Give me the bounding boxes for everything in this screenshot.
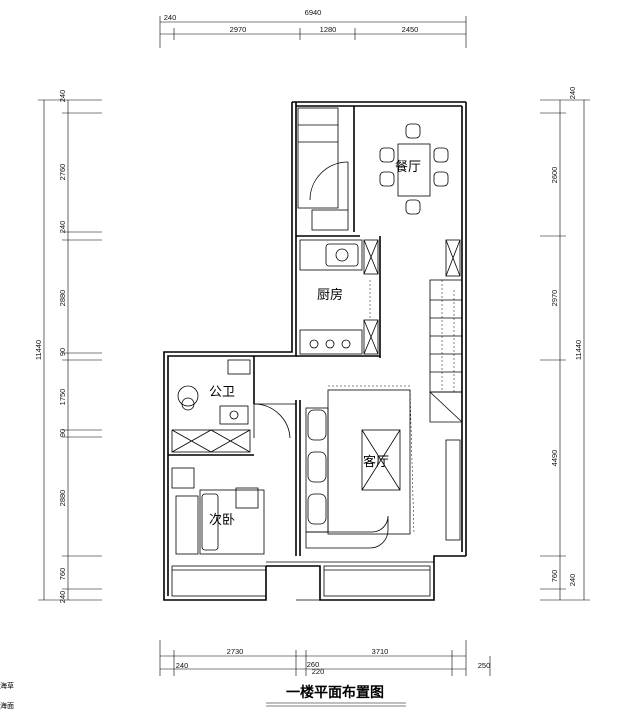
room-label-living: 客厅 xyxy=(363,454,389,470)
dim-right-seg5: 760 xyxy=(550,570,559,583)
staircase-right xyxy=(429,279,463,423)
dim-left-seg6: 1750 xyxy=(58,389,67,406)
dim-top-seg4: 2450 xyxy=(402,25,419,34)
dim-right-seg2: 2600 xyxy=(550,167,559,184)
dining-table xyxy=(379,123,449,215)
edge-fragment-1: 海草 xyxy=(0,681,14,690)
bottom-dimension-chain: 2730 3710 240 260 220 250 xyxy=(159,640,491,676)
dim-bottom-seg2: 3710 xyxy=(372,647,389,656)
dim-right-seg3: 2970 xyxy=(550,290,559,307)
kitchen-counter xyxy=(299,239,379,355)
dim-right-seg6: 240 xyxy=(568,574,577,587)
room-label-second-bedroom: 次卧 xyxy=(209,512,235,528)
drawing-title: 一楼平面布置图 xyxy=(286,684,384,701)
living-room-furniture xyxy=(305,385,461,549)
dim-left-seg10: 240 xyxy=(58,591,67,604)
room-label-dining: 餐厅 xyxy=(395,159,421,175)
dim-bottom-edge2: 260 xyxy=(307,660,320,669)
dim-right-seg1: 240 xyxy=(568,87,577,100)
staircase-top xyxy=(297,107,349,231)
dim-left-seg7: 90 xyxy=(58,429,67,437)
dim-top-total: 6940 xyxy=(305,8,322,17)
dim-top-seg1: 240 xyxy=(164,13,177,22)
left-dimension-chain: 11440 240 2760 240 2880 90 1750 90 2880 … xyxy=(34,90,102,604)
dim-left-total: 11440 xyxy=(34,340,43,360)
dim-left-seg1: 240 xyxy=(58,90,67,103)
dim-bottom-seg1: 2730 xyxy=(227,647,244,656)
dim-right-total: 11440 xyxy=(574,340,583,360)
right-dimension-chain: 11440 240 2600 2970 4490 760 240 xyxy=(540,87,590,601)
dim-top-seg3: 1280 xyxy=(320,25,337,34)
dim-left-seg4: 2880 xyxy=(58,290,67,307)
dim-top-seg2: 2970 xyxy=(230,25,247,34)
balconies xyxy=(171,565,431,597)
dim-left-seg3: 240 xyxy=(58,221,67,234)
room-label-kitchen: 厨房 xyxy=(317,287,343,303)
edge-fragment-2: 海面 xyxy=(0,701,14,710)
room-label-public-bath: 公卫 xyxy=(209,385,235,400)
dim-bottom-edge1: 240 xyxy=(176,661,189,670)
interior-walls xyxy=(168,106,381,556)
refrigerator xyxy=(445,239,461,277)
bathroom-fixtures xyxy=(177,359,291,439)
dim-bottom-edge4: 250 xyxy=(478,661,491,670)
dim-bottom-edge3: 220 xyxy=(312,667,325,676)
dim-left-seg2: 2760 xyxy=(58,164,67,181)
dim-left-seg5: 90 xyxy=(58,348,67,356)
top-dimension-chain: 6940 240 2970 1280 2450 xyxy=(159,8,467,48)
dim-left-seg9: 760 xyxy=(58,568,67,581)
bed xyxy=(171,467,265,555)
wardrobe xyxy=(171,429,251,453)
dim-left-seg8: 2880 xyxy=(58,490,67,507)
dim-right-seg4: 4490 xyxy=(550,450,559,467)
